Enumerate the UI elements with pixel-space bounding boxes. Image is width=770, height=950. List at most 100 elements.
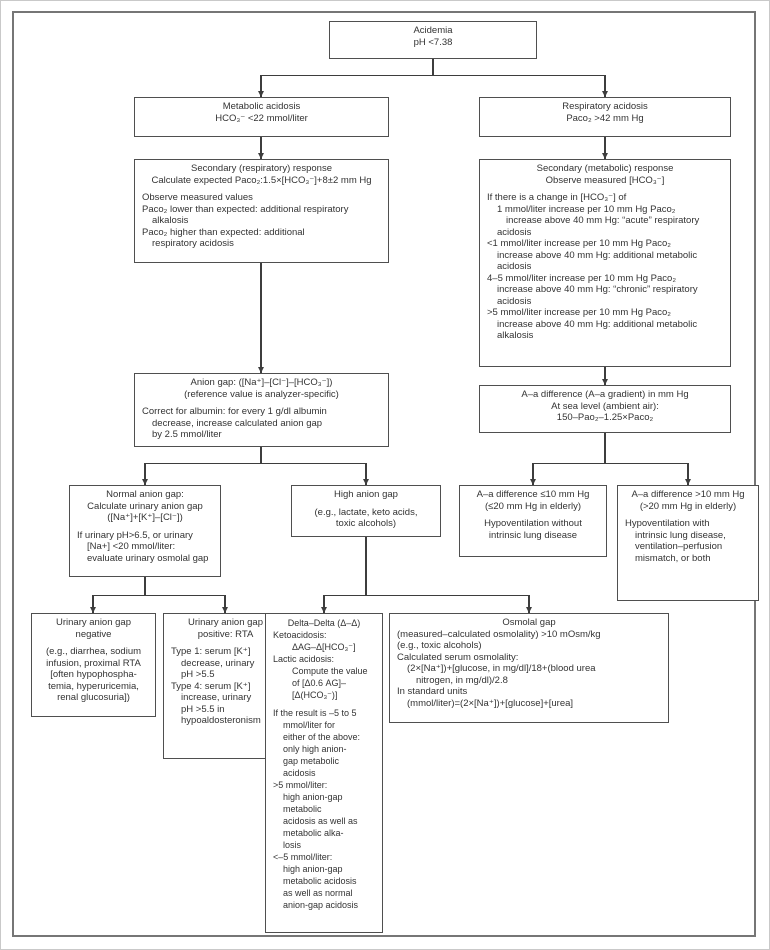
text-line: Correct for albumin: for every 1 g/dl al… — [142, 406, 327, 417]
text-line: A–a difference >10 mm Hg — [631, 489, 745, 500]
text-line: (reference value is analyzer-specific) — [184, 388, 339, 400]
connector-line — [261, 75, 605, 77]
text-line: ventilation–perfusion — [635, 541, 723, 552]
text-line: Acidemia — [413, 25, 453, 36]
text-line: increase above 40 mm Hg: additional meta… — [497, 318, 698, 330]
text-line: Secondary (respiratory) response — [191, 163, 332, 174]
text-line: (≤20 mm Hg in elderly) — [484, 500, 582, 512]
arrowhead-down-icon — [221, 607, 228, 613]
text-line: Hypoventilation without — [484, 518, 582, 529]
text-line: (e.g., diarrhea, sodium — [45, 646, 142, 657]
text-line: Paco₂ >42 mm Hg — [566, 112, 644, 124]
text-line: pH <7.38 — [413, 36, 453, 48]
text-line: anion-gap acidosis — [283, 900, 359, 910]
text-line: >5 mmol/liter: — [273, 780, 328, 790]
box-delta-delta: Delta–Delta (Δ–Δ)Ketoacidosis:ΔAG–Δ[HCO₃… — [265, 613, 383, 933]
text-line: Observe measured values — [142, 192, 253, 203]
connector-line — [604, 433, 606, 463]
text-line: acidosis — [497, 226, 532, 238]
connector-line — [144, 463, 146, 485]
text-line: only high anion- — [283, 744, 347, 754]
text-line: ([Na⁺]+[K⁺]–[Cl⁻]) — [107, 512, 183, 523]
arrowhead-down-icon — [601, 379, 608, 385]
text-line: alkalosis — [152, 215, 189, 226]
text-line: Respiratory acidosis — [562, 101, 648, 112]
connector-line — [528, 595, 530, 613]
connector-line — [604, 75, 606, 97]
arrowhead-down-icon — [362, 479, 369, 485]
box-osmolal-gap: Osmolal gap(measured–calculated osmolali… — [389, 613, 669, 723]
text-line: infusion, proximal RTA — [46, 657, 141, 669]
text-line: Anion gap: ([Na⁺]–[Cl⁻]–[HCO₃⁻]) — [190, 377, 333, 388]
text-line: as well as normal — [283, 888, 353, 898]
text-line: (>20 mm Hg in elderly) — [639, 500, 737, 512]
connector-line — [532, 463, 534, 485]
text-line: acidosis — [497, 295, 532, 307]
arrowhead-down-icon — [257, 153, 264, 159]
text-line: 150–Pao₂–1.25×Paco₂ — [556, 412, 654, 423]
text-line: In standard units — [397, 686, 468, 697]
text-line: <1 mmol/liter increase per 10 mm Hg Paco… — [487, 238, 671, 249]
box-aa-diff-le10: A–a difference ≤10 mm Hg(≤20 mm Hg in el… — [459, 485, 607, 557]
connector-line — [323, 595, 325, 613]
text-line: Secondary (metabolic) response — [536, 163, 674, 174]
text-line: high anion-gap — [283, 864, 343, 874]
connector-line — [93, 595, 225, 597]
text-line: metabolic — [283, 804, 322, 814]
text-line: Type 1: serum [K⁺] — [171, 646, 251, 657]
text-line: increase above 40 mm Hg: “chronic” respi… — [497, 284, 698, 295]
connector-line — [260, 75, 262, 97]
text-line: Compute the value — [292, 666, 368, 676]
connector-line — [687, 463, 689, 485]
arrowhead-down-icon — [601, 153, 608, 159]
text-line: (mmol/liter)=(2×[Na⁺])+[glucose]+[urea] — [407, 697, 574, 709]
text-line: [Δ(HCO₃⁻)] — [292, 690, 338, 700]
text-line: 1 mmol/liter increase per 10 mm Hg Paco₂ — [497, 203, 676, 215]
text-line: acidosis — [497, 261, 532, 272]
figure-border-frame — [12, 11, 756, 937]
connector-line — [260, 263, 262, 373]
text-line: pH >5.5 — [181, 669, 215, 680]
text-line: [Na+] <20 mmol/liter: — [87, 541, 176, 552]
text-line: (2×[Na⁺])+[glucose, in mg/dl]/18+(blood … — [407, 663, 596, 674]
text-line: losis — [283, 840, 302, 850]
text-line: decrease, urinary — [181, 657, 255, 669]
text-line: Calculate urinary anion gap — [87, 500, 203, 512]
connector-line — [604, 367, 606, 385]
text-line: Hypoventilation with — [625, 518, 710, 529]
connector-line — [365, 537, 367, 595]
text-line: mismatch, or both — [635, 552, 711, 564]
text-line: positive: RTA — [197, 628, 254, 640]
text-line: decrease, increase calculated anion gap — [152, 417, 323, 429]
text-line: 4–5 mmol/liter increase per 10 mm Hg Pac… — [487, 272, 677, 284]
text-line: hypoaldosteronism — [181, 715, 261, 726]
text-line: temia, hyperuricemia, — [48, 680, 139, 692]
text-line: either of the above: — [283, 732, 361, 742]
connector-line — [92, 595, 94, 613]
text-line: Type 4: serum [K⁺] — [171, 680, 251, 692]
arrowhead-down-icon — [141, 479, 148, 485]
text-line: metabolic acidosis — [283, 876, 357, 886]
text-line: <–5 mmol/liter: — [273, 852, 333, 862]
arrowhead-down-icon — [89, 607, 96, 613]
box-aa-diff-gt10: A–a difference >10 mm Hg(>20 mm Hg in el… — [617, 485, 759, 601]
text-line: If urinary pH>6.5, or urinary — [77, 529, 193, 541]
arrowhead-down-icon — [601, 91, 608, 97]
arrowhead-down-icon — [684, 479, 691, 485]
text-line: Urinary anion gap — [188, 617, 263, 628]
text-line: Ketoacidosis: — [273, 630, 327, 640]
connector-line — [144, 577, 146, 595]
text-line: acidosis — [283, 768, 316, 778]
box-anion-gap: Anion gap: ([Na⁺]–[Cl⁻]–[HCO₃⁻])(referen… — [134, 373, 389, 447]
text-line: toxic alcohols) — [335, 518, 397, 529]
text-line: A–a difference (A–a gradient) in mm Hg — [521, 389, 689, 400]
connector-line — [324, 595, 529, 597]
text-line: high anion-gap — [283, 792, 343, 802]
connector-line — [145, 463, 366, 465]
text-line: Urinary anion gap — [56, 617, 131, 628]
